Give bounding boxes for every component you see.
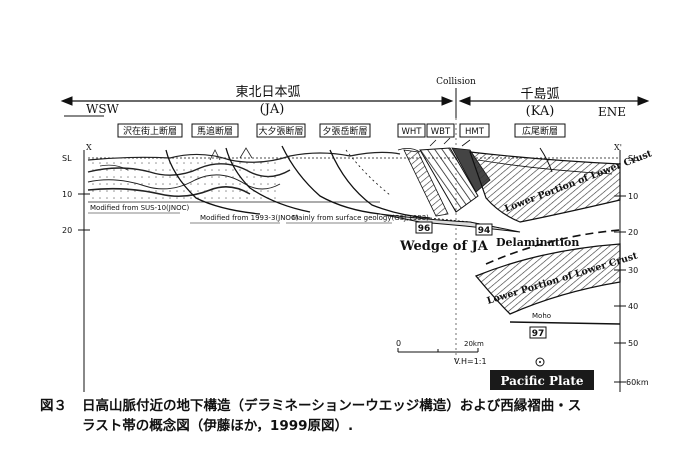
fault-label-3: 大夕張断層 (258, 125, 303, 137)
hidaka-thrust-zone (397, 137, 491, 217)
thrust-faults (165, 145, 431, 219)
vertical-exaggeration: V.H=1:1 (454, 357, 487, 366)
right-axis-labels: SL 10 20 30 40 50 60km (626, 154, 649, 387)
fault-label-4: 夕張岳断層 (322, 125, 367, 137)
fault-labels: 沢在街上断層 馬追断層 大夕張断層 夕張岳断層 WHT WBT HMT 広尾断層 (117, 123, 566, 138)
fault-label-wbt: WBT (431, 127, 451, 137)
axis-right-30: 30 (628, 266, 638, 275)
ene-label: ENE (598, 105, 626, 119)
scale-zero: 0 (396, 339, 401, 348)
wedge-label: Wedge of JA (399, 239, 489, 254)
source-note-3: Mainly from surface geology(GSJ,1993) (292, 214, 429, 222)
axis-sl-left: SL (62, 154, 72, 163)
ref-97: 97 (532, 329, 545, 339)
axis-x-right: X' (614, 143, 622, 152)
western-fold-belt (87, 147, 401, 203)
fault-label-1: 沢在街上断層 (123, 125, 177, 137)
wsw-label: WSW (86, 102, 120, 116)
ka-arc-abbr: (KA) (526, 104, 555, 119)
caption-line-1: 日高山脈付近の地下構造（デラミネーションーウエッジ構造）および西縁褶曲・ス (82, 398, 582, 414)
axis-right-10: 10 (628, 192, 638, 201)
ja-arc-name: 東北日本弧 (235, 84, 300, 100)
collision-label: Collision (436, 77, 476, 87)
pacific-plate-symbol (490, 357, 594, 390)
ref-96: 96 (418, 224, 431, 234)
axis-right-20: 20 (628, 228, 638, 237)
axis-right-50: 50 (628, 339, 638, 348)
axis-right-40: 40 (628, 302, 638, 311)
axis-left-10: 10 (62, 190, 72, 199)
source-notes: Modified from SUS-10(JNOC) Modified from… (88, 204, 429, 224)
pacific-plate-label: Pacific Plate (500, 374, 583, 388)
axis-left-20: 20 (62, 226, 72, 235)
axis-right-60: 60km (626, 378, 649, 387)
reference-boxes: 96 94 97 (415, 221, 547, 339)
scale-bar (397, 348, 479, 353)
caption-line-2: ラスト帯の概念図（伊藤ほか，1999原図）. (82, 418, 354, 434)
axis-x-left: X (86, 143, 92, 152)
scale-20km: 20km (464, 340, 484, 348)
lower-crust-slab (474, 229, 621, 325)
fault-label-whT: WHT (402, 127, 423, 137)
moho-label: Moho (532, 312, 551, 320)
axis-right-sl: SL (628, 154, 638, 163)
delamination-label: Delamination (496, 236, 579, 249)
kuril-upper-crust (469, 147, 621, 223)
ka-arc-name: 千島弧 (520, 87, 559, 102)
ref-94: 94 (478, 226, 491, 236)
fault-label-hiroo: 広尾断層 (522, 125, 558, 137)
fault-label-hmt: HMT (465, 127, 485, 137)
ja-arc-abbr: (JA) (260, 102, 285, 117)
source-note-2: Modified from 1993-3(JNOC) (200, 214, 299, 222)
figure-number: 図３ (40, 398, 67, 414)
fault-label-2: 馬追断層 (197, 125, 233, 137)
source-note-1: Modified from SUS-10(JNOC) (90, 204, 189, 212)
